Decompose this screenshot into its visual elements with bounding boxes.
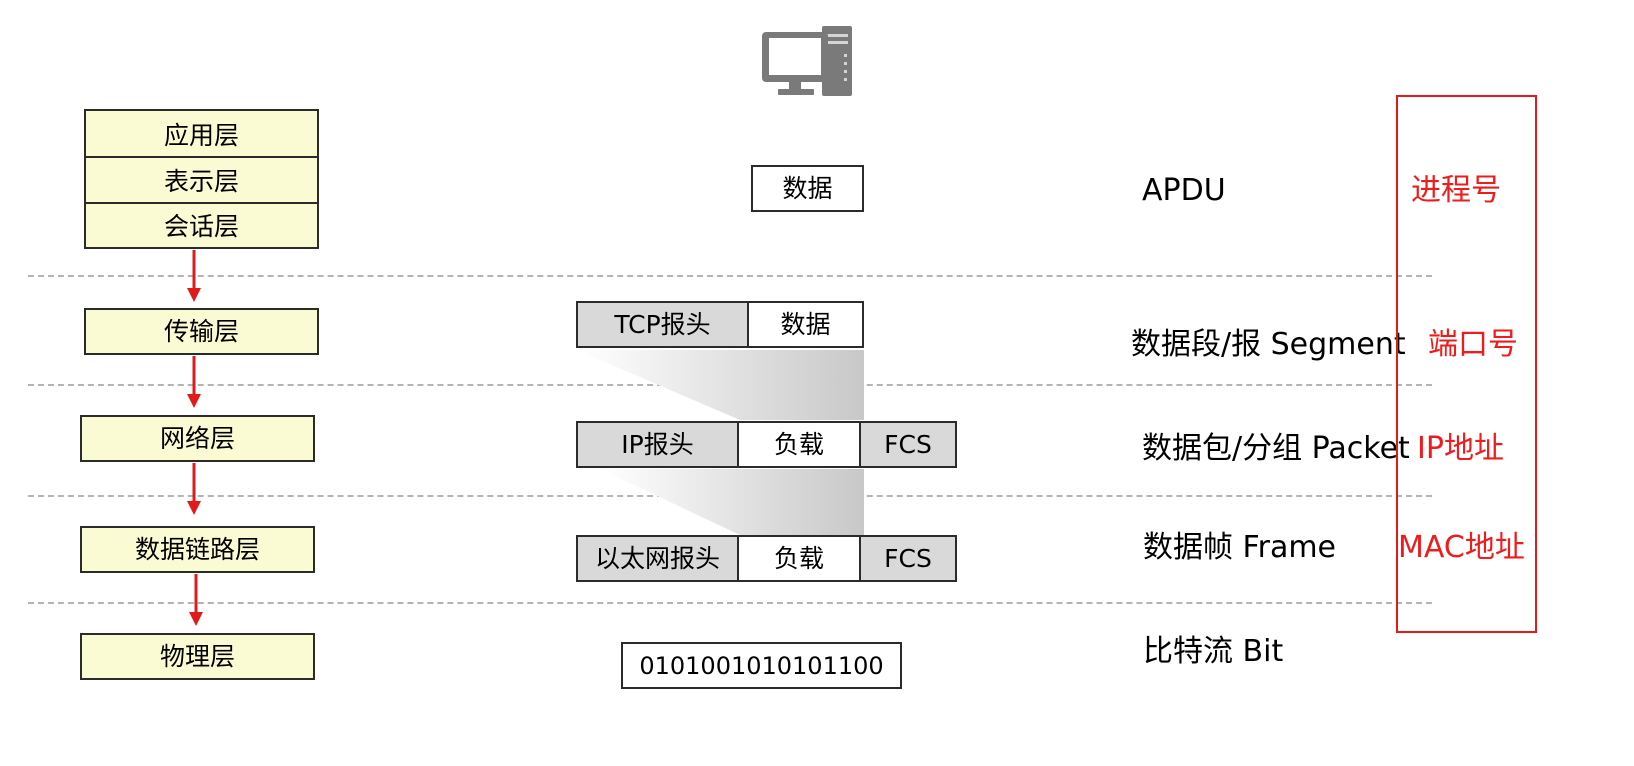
pdu-apdu: APDU <box>1142 173 1226 208</box>
separator-line <box>28 275 1432 277</box>
ip-fcs-box: FCS <box>859 421 957 468</box>
layer-network: 网络层 <box>80 415 315 462</box>
upper-layers-stack: 应用层 表示层 会话层 <box>84 109 319 249</box>
pdu-frame: 数据帧 Frame <box>1143 530 1337 565</box>
addr-process-id: 进程号 <box>1411 173 1501 208</box>
tcp-data-box: 数据 <box>747 301 864 348</box>
layer-application: 应用层 <box>163 121 239 150</box>
ip-header-box: IP报头 <box>576 421 739 468</box>
pdu-packet: 数据包/分组 Packet <box>1142 431 1410 466</box>
separator-line <box>28 495 1432 497</box>
stack-divider <box>86 156 317 158</box>
layer-physical: 物理层 <box>80 633 315 680</box>
separator-line <box>28 602 1432 604</box>
app-data-box: 数据 <box>751 165 864 212</box>
addr-ip: IP地址 <box>1417 431 1504 466</box>
pdu-segment: 数据段/报 Segment <box>1131 327 1406 362</box>
layer-presentation: 表示层 <box>163 167 239 196</box>
ip-payload-box: 负载 <box>737 421 861 468</box>
addr-mac: MAC地址 <box>1398 530 1525 565</box>
down-arrow-icon <box>189 574 203 626</box>
addressing-frame <box>1396 95 1537 633</box>
layer-session: 会话层 <box>163 212 239 241</box>
separator-line <box>28 384 1432 386</box>
layer-transport: 传输层 <box>84 308 319 355</box>
pdu-bit: 比特流 Bit <box>1143 634 1284 669</box>
down-arrow-icon <box>187 356 201 408</box>
tcp-header-box: TCP报头 <box>576 301 749 348</box>
addr-port: 端口号 <box>1428 327 1518 362</box>
computer-icon <box>762 26 852 96</box>
funnel-shape <box>600 469 864 535</box>
eth-header-box: 以太网报头 <box>576 535 739 582</box>
bit-stream-box: 0101001010101100 <box>621 642 902 689</box>
eth-fcs-box: FCS <box>859 535 957 582</box>
stack-divider <box>86 202 317 204</box>
layer-data-link: 数据链路层 <box>80 526 315 573</box>
down-arrow-icon <box>187 463 201 515</box>
eth-payload-box: 负载 <box>737 535 861 582</box>
